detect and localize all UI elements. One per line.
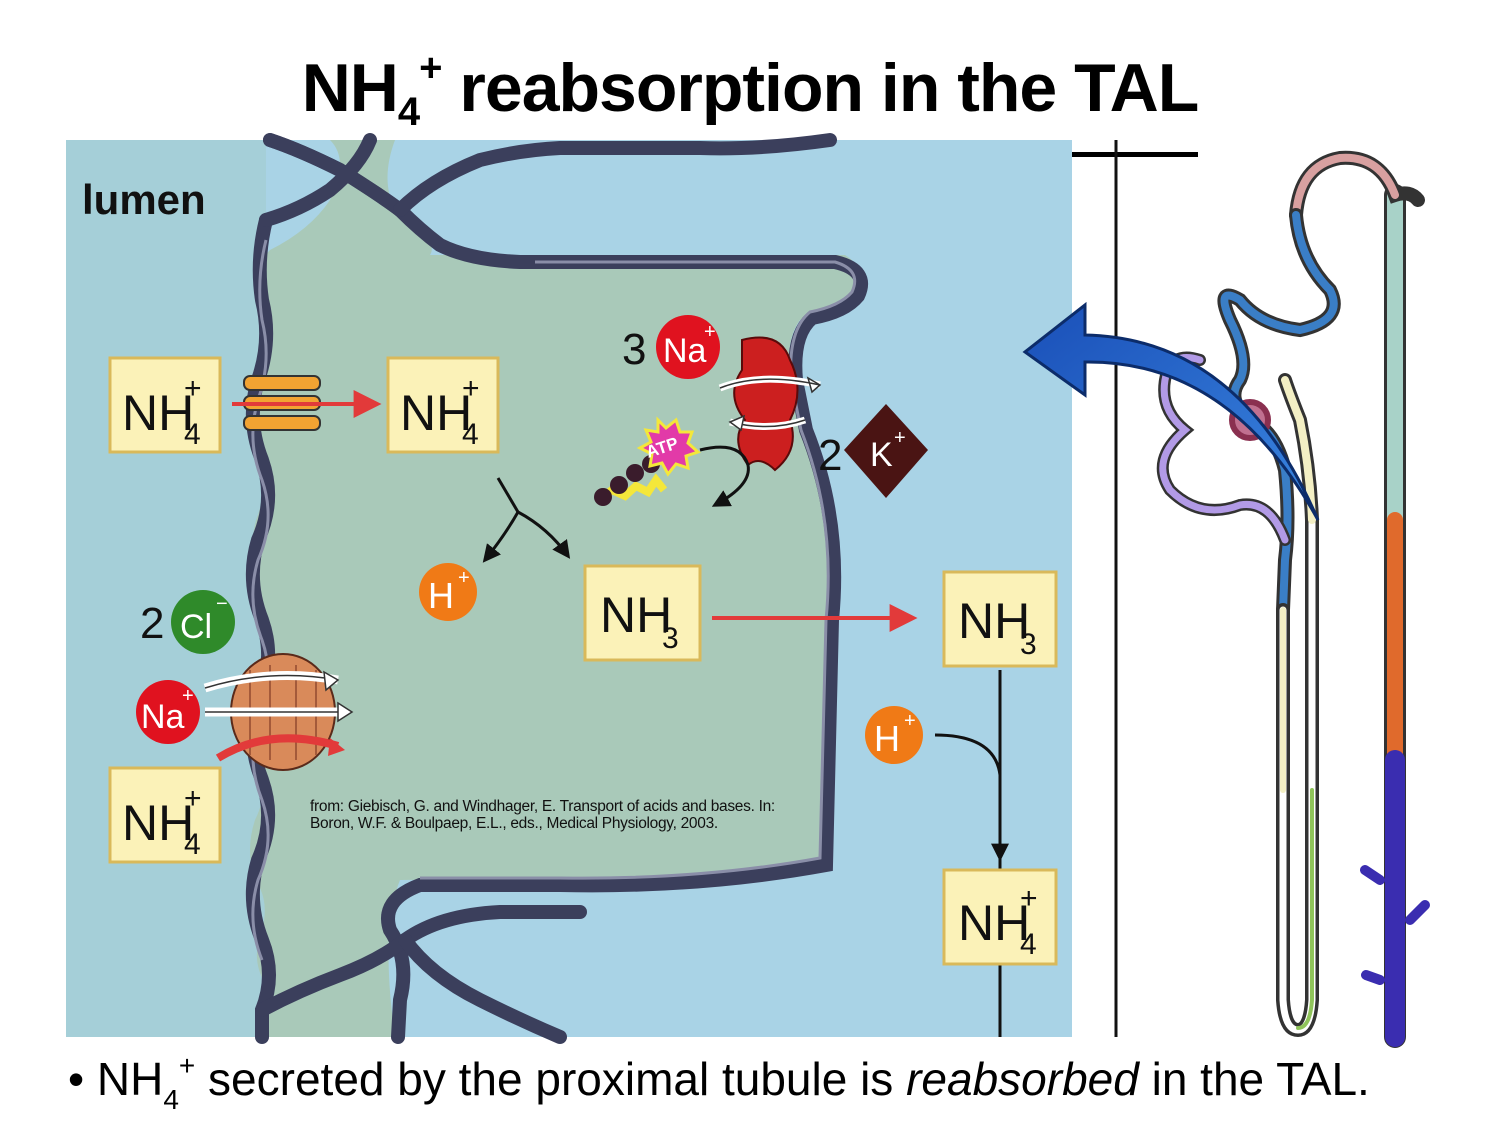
box-nh3-cell: NH 3 (583, 564, 702, 662)
svg-text:3: 3 (662, 622, 679, 655)
box-nh3-blood: NH 3 (942, 570, 1058, 668)
svg-text:2: 2 (140, 599, 164, 648)
svg-text:4: 4 (184, 828, 201, 861)
bullet-text: • NH4+ secreted by the proximal tubule i… (68, 1050, 1370, 1115)
svg-text:NH: NH (122, 385, 194, 441)
svg-text:NH: NH (958, 593, 1030, 649)
bullet-marker: • (68, 1053, 85, 1105)
svg-text:+: + (458, 567, 470, 589)
svg-text:Cl: Cl (180, 608, 212, 646)
na-ion-pump: 3 Na + (622, 315, 720, 379)
svg-text:+: + (704, 321, 716, 343)
atp-arrow (699, 445, 750, 507)
nephron-illustration (1156, 150, 1430, 1048)
svg-text:+: + (894, 427, 906, 449)
svg-text:NH: NH (122, 795, 194, 851)
svg-text:+: + (1020, 882, 1038, 915)
svg-text:4: 4 (462, 418, 479, 451)
dissociation-arrows (482, 477, 571, 563)
h-ion-cell: H + (419, 563, 477, 621)
svg-text:Na: Na (141, 698, 185, 736)
lumen-label: lumen (82, 176, 206, 223)
svg-text:NH: NH (958, 895, 1030, 951)
svg-text:+: + (184, 372, 202, 405)
big-blue-arrow (1022, 301, 1320, 521)
svg-text:NH: NH (400, 385, 472, 441)
svg-text:H: H (874, 718, 900, 759)
na-k-pump (718, 336, 822, 472)
svg-text:2: 2 (818, 431, 842, 480)
box-nh4-lumen-top: NH + 4 (108, 356, 222, 454)
box-nh4-blood: NH + 4 (942, 868, 1058, 966)
box-nh4-cell: NH + 4 (386, 356, 500, 454)
svg-text:+: + (462, 372, 480, 405)
na-ion-cotransporter: Na + (136, 680, 200, 744)
svg-text:H: H (428, 575, 454, 616)
svg-text:+: + (904, 710, 916, 732)
cell-membrane-inner (251, 239, 857, 961)
nkcc-cotransporter (203, 653, 354, 771)
svg-text:K: K (870, 436, 893, 474)
svg-text:+: + (182, 685, 194, 707)
svg-text:Na: Na (663, 332, 707, 370)
box-nh4-lumen-bottom: NH + 4 (108, 766, 222, 864)
svg-text:NH: NH (600, 587, 672, 643)
svg-text:4: 4 (1020, 928, 1037, 961)
k-ion-pump: 2 K + (818, 404, 928, 498)
svg-text:3: 3 (1020, 628, 1037, 661)
cl-ion: 2 Cl − (140, 590, 235, 654)
svg-text:4: 4 (184, 418, 201, 451)
lumen-left-strip (66, 140, 266, 1037)
h-ion-blood: H + (865, 706, 923, 764)
svg-text:−: − (216, 593, 228, 615)
citation-text: from: Giebisch, G. and Windhager, E. Tra… (310, 798, 775, 832)
cell-membrane (245, 133, 869, 1044)
svg-text:+: + (184, 782, 202, 815)
atp-icon (594, 416, 701, 506)
svg-text:3: 3 (622, 325, 646, 374)
h-join-arrow (934, 733, 1009, 862)
